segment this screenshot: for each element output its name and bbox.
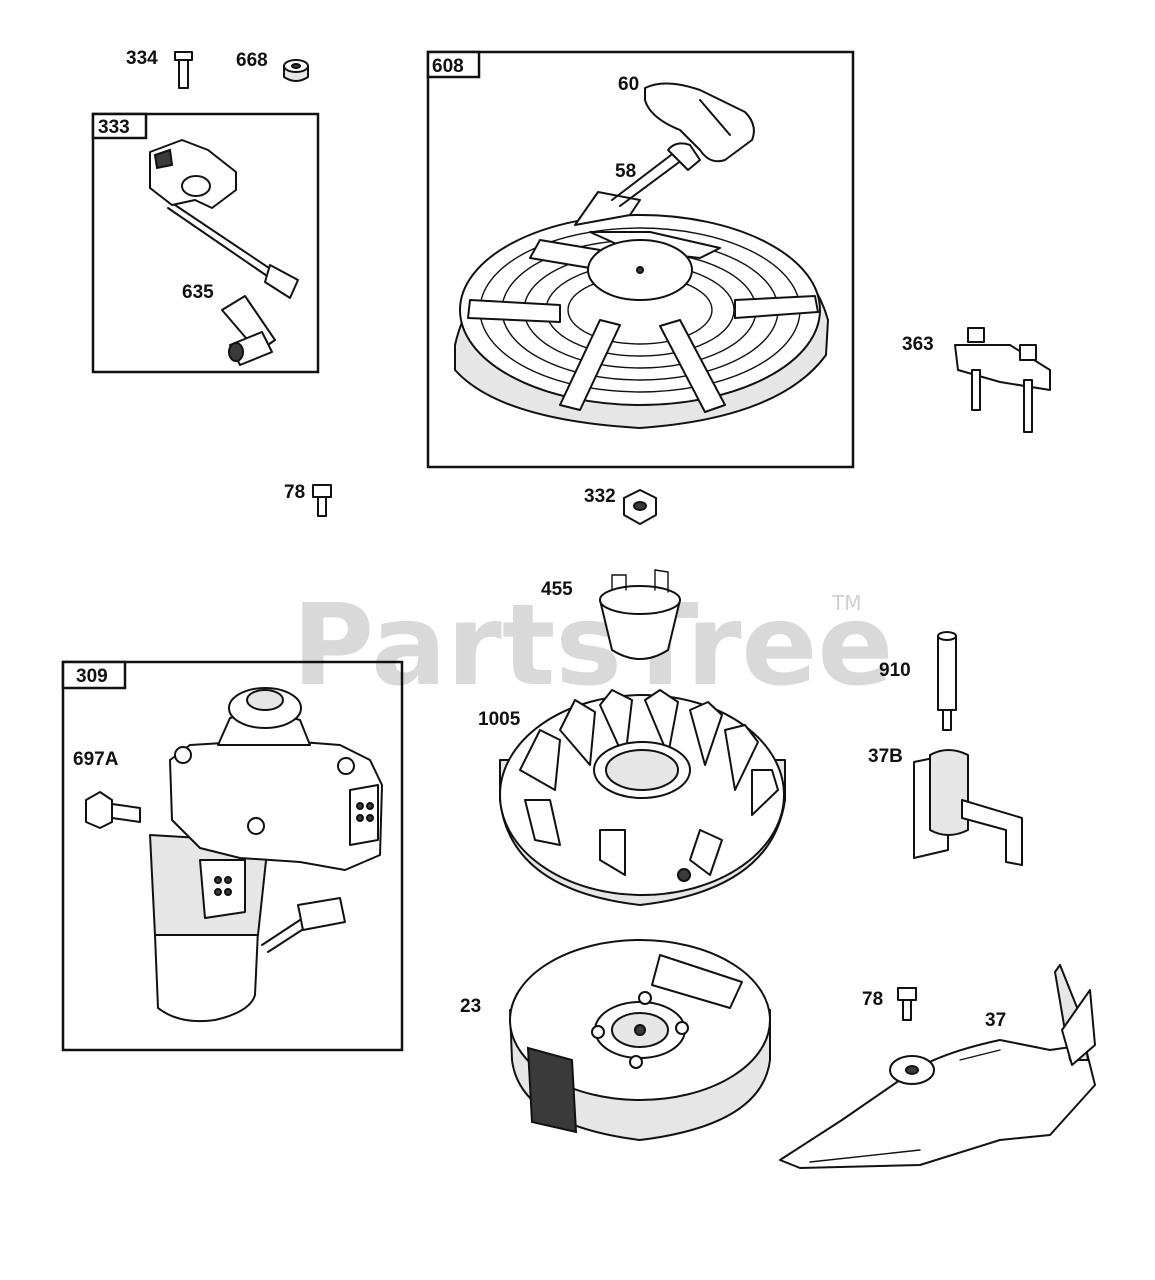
callout-635[interactable]: 635 [182,282,214,303]
spark-plug-boot[interactable] [221,295,276,366]
group-333-tab [91,112,148,140]
cup-455[interactable] [599,569,681,660]
bracket-37B[interactable] [913,749,1023,866]
bolt-697A[interactable] [85,791,141,829]
group-333: 333 [91,112,320,374]
group-309-tab [61,660,127,690]
group-608-label[interactable]: 608 [432,56,464,77]
group-333-label[interactable]: 333 [98,117,130,138]
callout-1005[interactable]: 1005 [478,709,521,730]
group-309: 309 [61,660,404,1052]
callout-332[interactable]: 332 [584,486,616,507]
flywheel-23[interactable] [509,939,771,1141]
callout-58[interactable]: 58 [615,161,636,182]
ignition-armature[interactable] [149,139,299,299]
callout-37B[interactable]: 37B [868,746,903,767]
group-608-frame [426,50,855,469]
callout-78-upper[interactable]: 78 [284,482,305,503]
bolt-334[interactable] [174,51,193,89]
callout-910[interactable]: 910 [879,660,911,681]
starter-rope[interactable] [574,151,683,226]
flywheel-1005[interactable] [499,689,786,906]
bracket-363[interactable] [954,327,1051,433]
starter-handle[interactable] [644,82,755,171]
callout-363[interactable]: 363 [902,334,934,355]
group-309-frame [61,660,404,1052]
callout-60[interactable]: 60 [618,74,639,95]
lever-37[interactable] [779,964,1096,1169]
spacer-668[interactable] [283,59,309,82]
recoil-starter-housing[interactable] [454,214,829,429]
callout-78-lower[interactable]: 78 [862,989,883,1010]
group-608: 608 [426,50,855,469]
group-333-frame [91,112,320,374]
callout-334[interactable]: 334 [126,48,158,69]
watermark-trademark: TM [831,591,861,615]
callout-455[interactable]: 455 [541,579,573,600]
group-309-label[interactable]: 309 [76,666,108,687]
bolt-78-lower[interactable] [897,987,917,1021]
callout-37[interactable]: 37 [985,1010,1006,1031]
callout-697A[interactable]: 697A [73,749,119,770]
stud-910[interactable] [937,631,957,731]
nut-332[interactable] [623,489,657,525]
starter-motor[interactable] [149,687,383,1023]
callout-23[interactable]: 23 [460,996,481,1017]
watermark-text: PartsTree [292,581,893,711]
group-608-tab [426,50,481,79]
callout-668[interactable]: 668 [236,50,268,71]
bolt-78-upper[interactable] [312,484,332,517]
